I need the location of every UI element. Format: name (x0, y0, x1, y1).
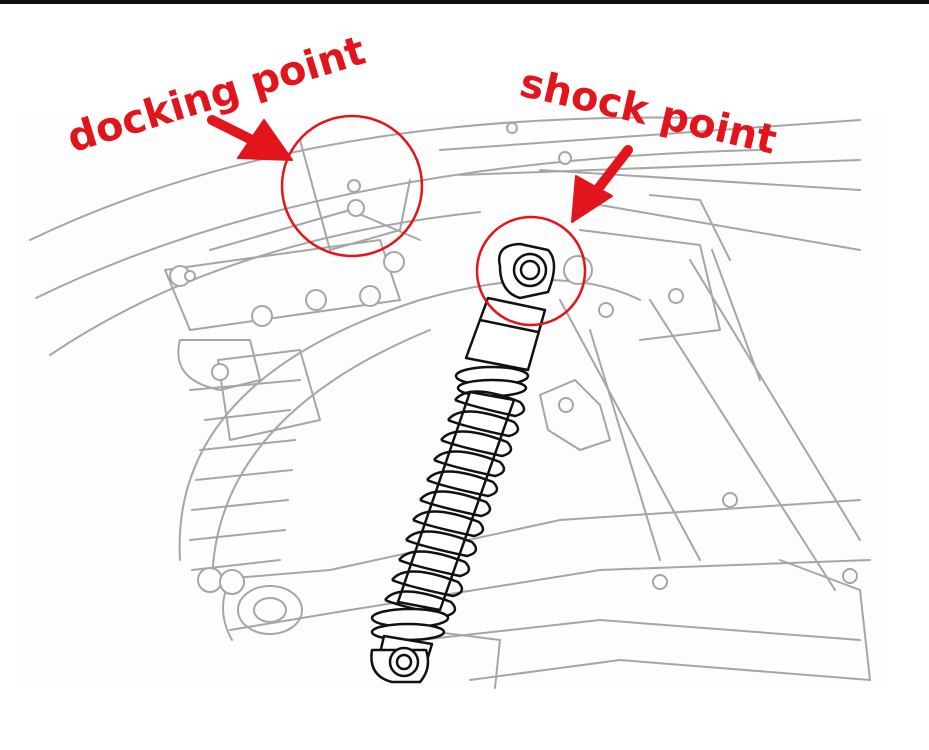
arrows (207, 115, 633, 223)
shock-point-circle (475, 215, 587, 327)
docking-point-circle (280, 114, 424, 258)
docking-arrow (207, 115, 293, 161)
shock-absorber (370, 242, 556, 684)
shock-arrow (571, 145, 633, 223)
frame-bolts (169, 122, 858, 595)
top-border (0, 0, 929, 4)
highlight-circles (280, 114, 587, 327)
